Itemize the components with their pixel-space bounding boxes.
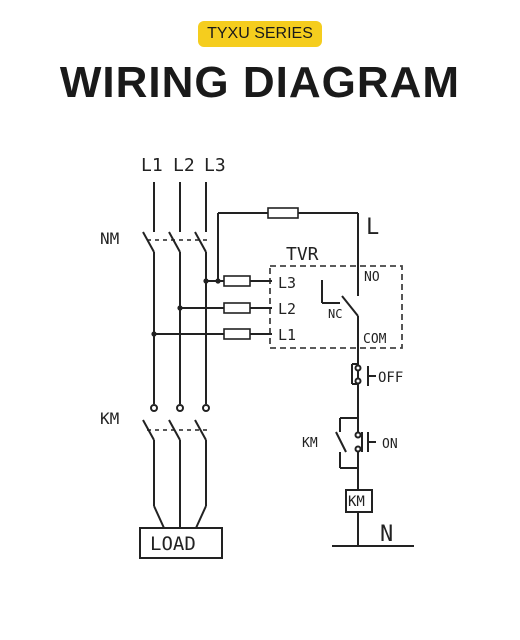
phase-lines-middle — [153, 252, 207, 404]
relay-input-l1: L1 — [278, 326, 296, 344]
control-line-top — [217, 212, 359, 287]
relay-input-l2: L2 — [278, 300, 296, 318]
aux-contact — [335, 431, 347, 453]
off-button-label: OFF — [378, 370, 403, 386]
control-fuse — [267, 207, 299, 219]
neutral-label: N — [380, 522, 393, 547]
off-button — [351, 363, 376, 386]
aux-contact-label: KM — [302, 436, 318, 451]
tap-fuses — [223, 275, 251, 340]
series-badge: TYXU SERIES — [198, 21, 322, 47]
phase-label-l2: L2 — [173, 155, 195, 176]
relay-contact-no: NO — [364, 270, 380, 285]
on-button-label: ON — [382, 437, 398, 452]
on-button — [354, 431, 376, 453]
contactor-label: KM — [100, 409, 119, 428]
page-title: WIRING DIAGRAM — [59, 58, 461, 107]
coil-label: KM — [348, 494, 365, 510]
phase-label-l3: L3 — [204, 155, 226, 176]
relay-contact-nc: NC — [328, 307, 342, 321]
load-label: LOAD — [150, 533, 196, 555]
relay-contact-com: COM — [363, 332, 387, 347]
relay-contact-lines — [321, 280, 359, 400]
load-box — [139, 527, 223, 559]
phase-lines-top — [153, 182, 207, 232]
breaker-label: NM — [100, 229, 119, 248]
phase-lines-bottom — [153, 440, 207, 529]
breaker-switches — [142, 231, 211, 253]
relay-box — [269, 265, 403, 349]
relay-input-l3: L3 — [278, 274, 296, 292]
control-line-middle — [339, 400, 359, 490]
line-label: L — [366, 215, 379, 240]
relay-taps — [154, 280, 272, 335]
phase-label-l1: L1 — [141, 155, 163, 176]
contactor-switches — [142, 404, 211, 441]
relay-label: TVR — [286, 244, 319, 265]
